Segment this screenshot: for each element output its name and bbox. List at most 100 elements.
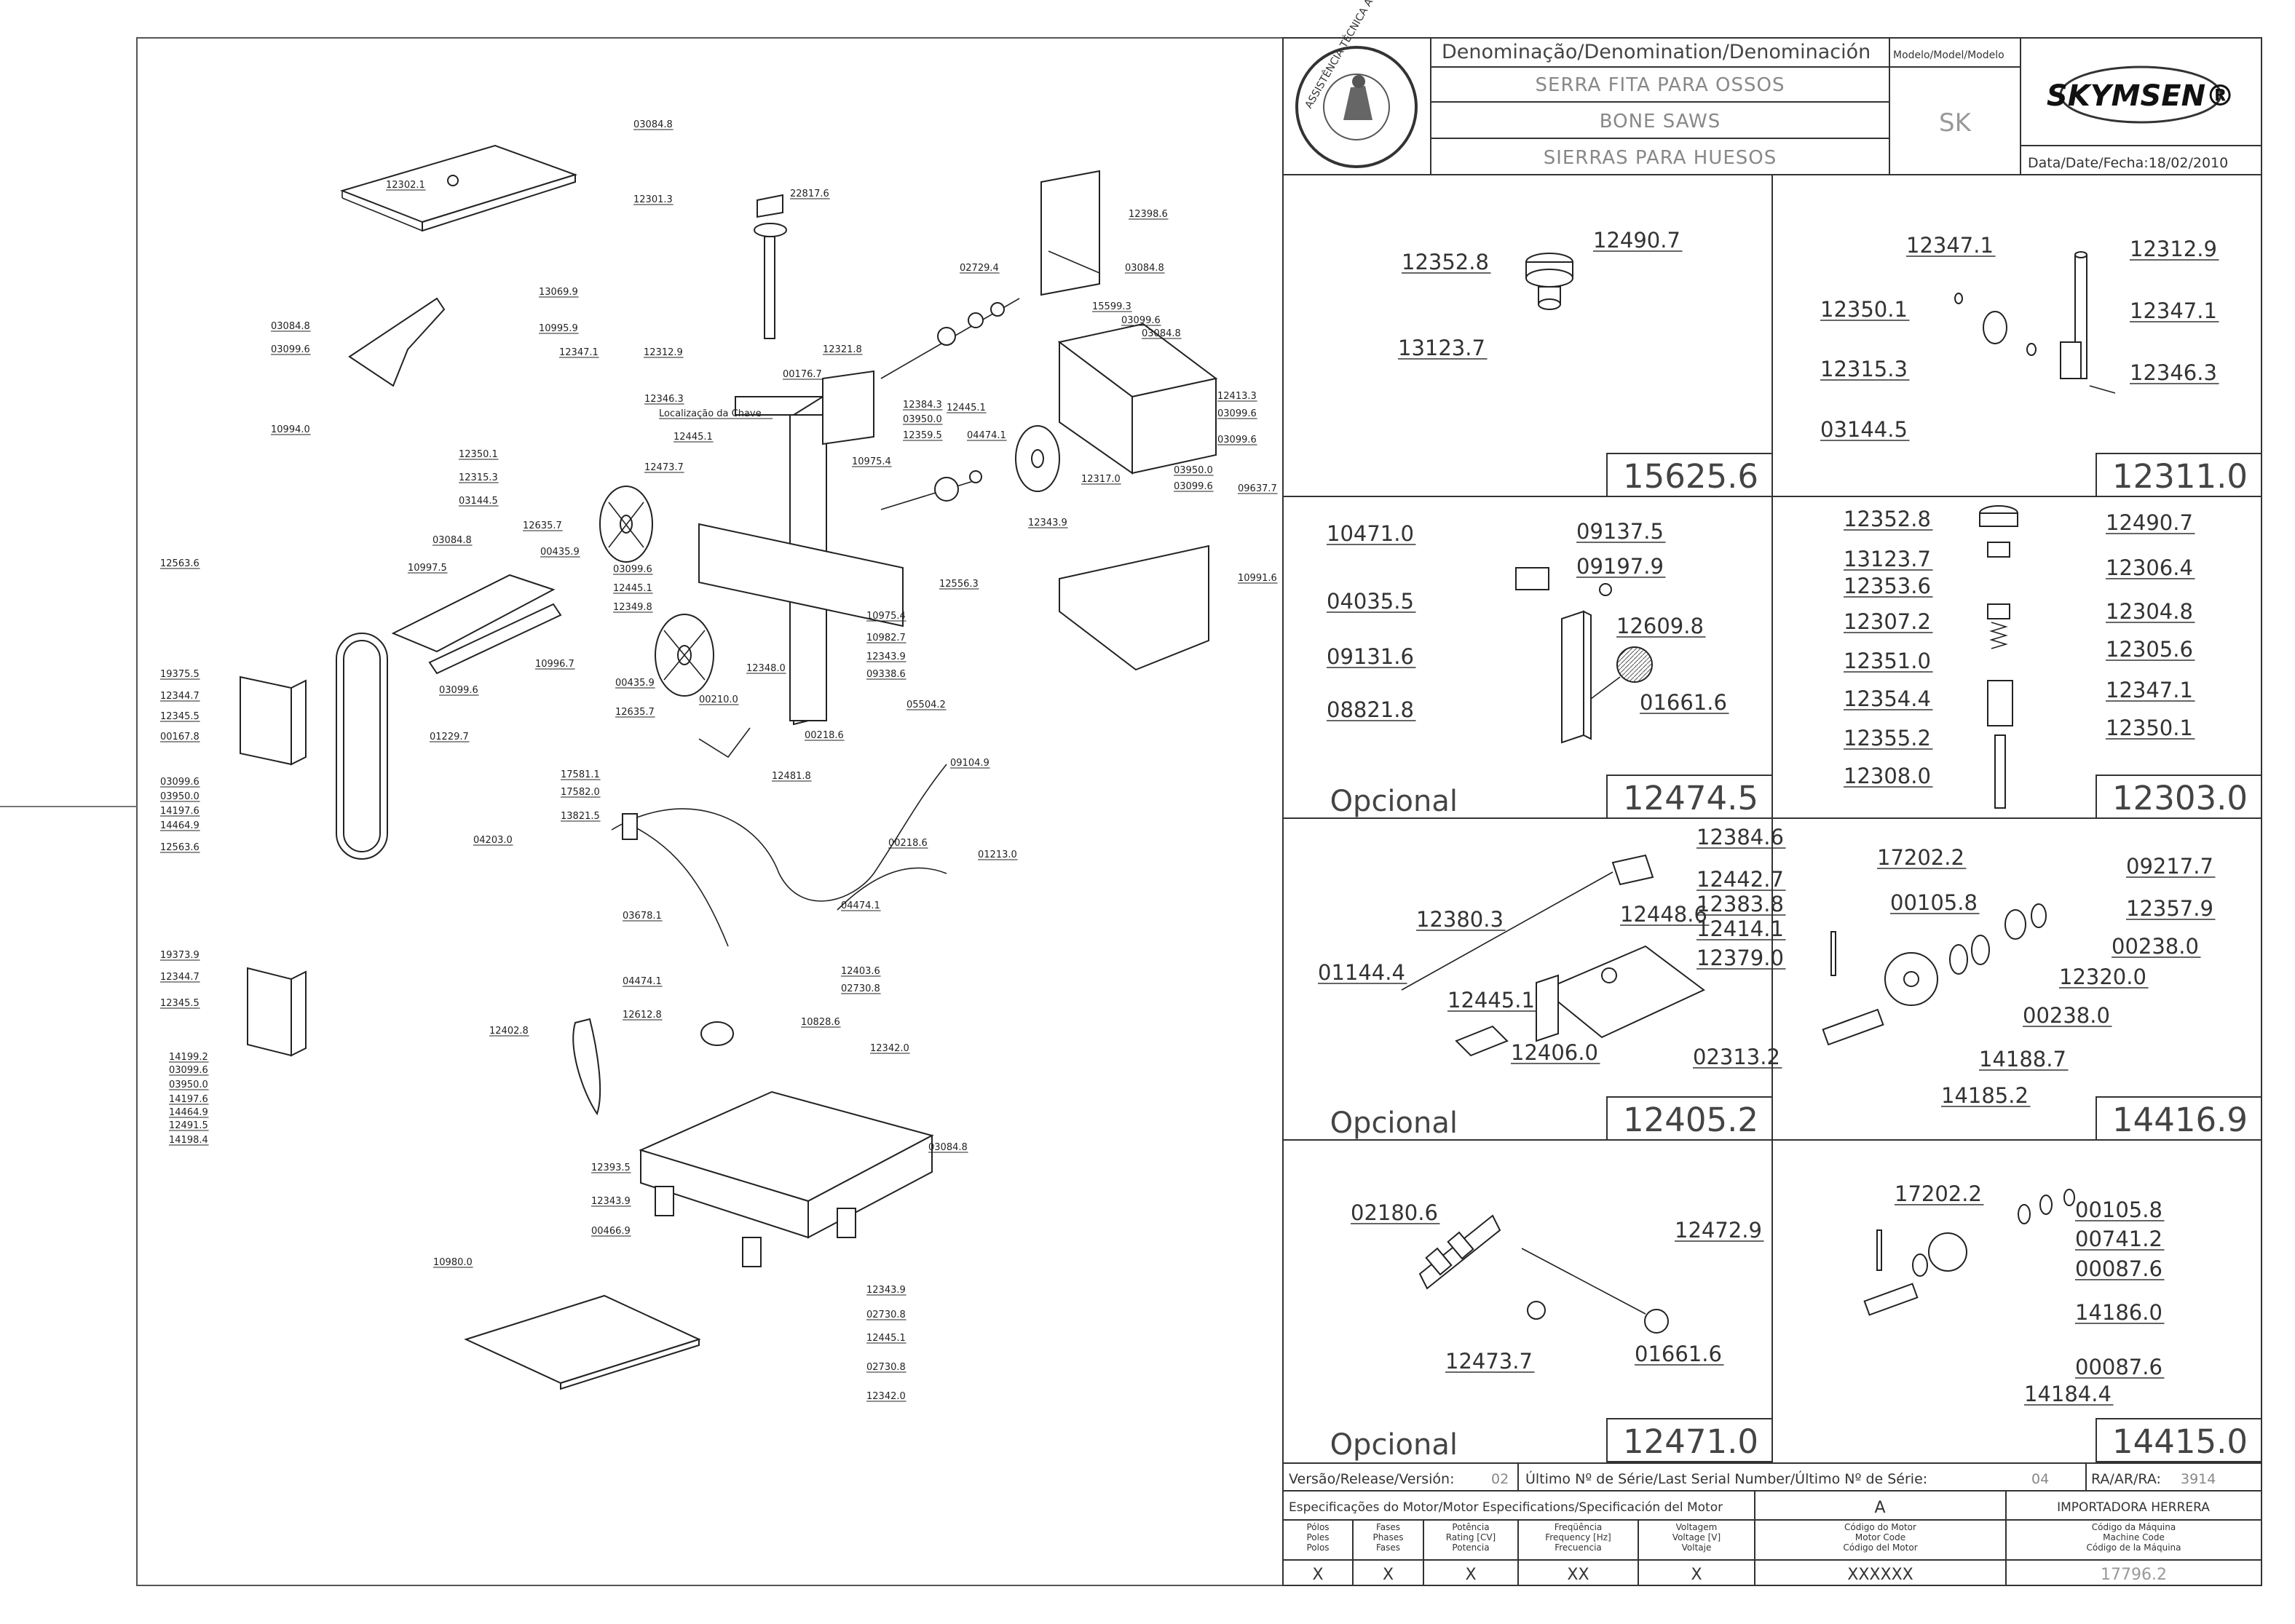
- main-part-label: 12491.5: [169, 1120, 208, 1131]
- main-exploded-diagram: [240, 144, 1218, 1390]
- panel-part-label: 12442.7: [1696, 867, 1784, 892]
- main-part-label: 02730.8: [866, 1362, 906, 1373]
- main-part-label: 03950.0: [160, 791, 200, 802]
- panel-part-label: 03144.5: [1820, 417, 1908, 442]
- main-part-label: 12343.9: [591, 1196, 631, 1207]
- panel-14415-0: 14415.017202.200105.800741.200087.614186…: [1895, 1181, 2262, 1462]
- main-part-label: 03099.6: [1217, 408, 1257, 419]
- main-part-label: 03084.8: [271, 321, 310, 332]
- main-part-label: 12445.1: [947, 403, 986, 413]
- main-part-label: 12342.0: [870, 1043, 909, 1054]
- panel-part-label: 14186.0: [2075, 1300, 2162, 1325]
- panel-part-label: 12490.7: [1593, 228, 1680, 253]
- panel-code: 14416.9: [2112, 1101, 2248, 1139]
- motor-spec-header: Fases: [1376, 1522, 1400, 1532]
- denomination-label: Denominação/Denomination/Denominación: [1442, 41, 1871, 63]
- panel-part-label: 12609.8: [1616, 614, 1704, 638]
- panel-part-label: 08821.8: [1327, 697, 1414, 722]
- panel-part-label: 12320.0: [2059, 965, 2146, 989]
- panel-part-label: 12445.1: [1447, 988, 1535, 1013]
- main-part-label: 12347.1: [559, 347, 599, 358]
- panel-part-label: 12351.0: [1844, 649, 1931, 673]
- panel-part-label: 09217.7: [2126, 854, 2213, 879]
- main-part-label: 00167.8: [160, 732, 200, 742]
- serial-value: 04: [2031, 1471, 2049, 1487]
- main-part-label: 13821.5: [561, 811, 600, 822]
- panel-part-label: 13123.7: [1844, 547, 1931, 571]
- main-part-label: 12343.9: [866, 651, 906, 662]
- main-part-label: 09637.7: [1238, 483, 1277, 494]
- motor-spec-header: Poles: [1306, 1532, 1329, 1542]
- main-part-label: 00218.6: [805, 730, 844, 741]
- panel-part-label: 12308.0: [1844, 764, 1931, 788]
- main-part-label: 01213.0: [978, 849, 1017, 860]
- model-label: Modelo/Model/Modelo: [1893, 49, 2004, 61]
- motor-spec-header: Código de la Máquina: [2087, 1542, 2181, 1553]
- main-part-label: 00435.9: [540, 547, 580, 558]
- motor-spec-value: X: [1312, 1566, 1323, 1584]
- panel-part-label: 14188.7: [1979, 1047, 2066, 1072]
- panel-part-label: 00238.0: [2112, 934, 2199, 959]
- main-part-label: 12413.3: [1217, 391, 1257, 402]
- main-part-label: 17581.1: [561, 769, 600, 780]
- panel-part-label: 00105.8: [1890, 890, 1978, 915]
- panel-part-label: 12354.4: [1844, 686, 1931, 711]
- main-part-label: 03099.6: [439, 685, 478, 696]
- panel-15625-shapes: [1525, 253, 1573, 310]
- motor-spec-table: PólosPolesPolosXFasesPhasesFasesXPotênci…: [1306, 1522, 2181, 1584]
- panel-part-label: 14184.4: [2024, 1382, 2112, 1406]
- main-diagram-labels: 03084.812302.112301.322817.612398.602729…: [160, 119, 1278, 1402]
- motor-spec-header: Potencia: [1452, 1542, 1489, 1553]
- main-part-label: 12343.9: [866, 1285, 906, 1296]
- motor-spec-header: Voltaje: [1682, 1542, 1712, 1553]
- panel-part-label: 00087.6: [2075, 1355, 2162, 1379]
- panel-part-label: 12346.3: [2130, 360, 2217, 385]
- panel-part-label: 04035.5: [1327, 589, 1414, 614]
- main-part-label: 10995.9: [539, 323, 578, 334]
- main-part-label: 03084.8: [432, 535, 472, 546]
- panel-part-label: 09131.6: [1327, 644, 1414, 669]
- motor-spec-header: Pólos: [1306, 1522, 1329, 1532]
- model-code: SK: [1939, 108, 1972, 138]
- main-part-label: 12342.0: [866, 1391, 906, 1402]
- panel-part-label: 12380.3: [1416, 907, 1504, 932]
- main-part-label: 09338.6: [866, 669, 906, 680]
- panel-code: 12474.5: [1623, 779, 1758, 817]
- panel-part-label: 00741.2: [2075, 1227, 2162, 1251]
- panel-option-label: Opcional: [1330, 785, 1458, 818]
- main-part-label: 02730.8: [866, 1310, 906, 1320]
- main-part-label: 12343.9: [1028, 518, 1067, 528]
- main-part-label: 00435.9: [615, 678, 655, 689]
- panel-part-label: 12305.6: [2106, 637, 2193, 662]
- motor-spec-header: Rating [CV]: [1446, 1532, 1496, 1542]
- panel-part-label: 12312.9: [2130, 237, 2217, 261]
- panel-code-box: [2095, 453, 2262, 497]
- main-part-label: 22817.6: [790, 189, 829, 199]
- main-part-label: 03084.8: [928, 1142, 968, 1153]
- main-part-label: 04474.1: [623, 976, 662, 987]
- main-part-label: 12321.8: [823, 344, 862, 355]
- main-part-label: 12312.9: [644, 347, 683, 358]
- main-part-label: 03144.5: [459, 496, 498, 507]
- panel-part-label: 12350.1: [1820, 297, 1908, 322]
- panel-code: 12311.0: [2112, 457, 2248, 496]
- panel-part-label: 01144.4: [1318, 960, 1405, 985]
- footer-block: Versão/Release/Versión: 02 Último Nº de …: [1282, 1462, 2262, 1586]
- panel-code: 12405.2: [1623, 1101, 1758, 1139]
- panel-part-label: 12490.7: [2106, 510, 2193, 535]
- motor-spec-value: X: [1691, 1566, 1702, 1584]
- main-part-label: 10994.0: [271, 424, 310, 435]
- panel-labels: 15625.612352.812490.713123.712311.012347…: [1318, 228, 2262, 1462]
- motor-spec-label: Especificações do Motor/Motor Especifica…: [1289, 1500, 1723, 1515]
- motor-spec-value: X: [1465, 1566, 1476, 1584]
- panel-part-label: 12473.7: [1445, 1349, 1533, 1374]
- panel-part-label: 12352.8: [1402, 250, 1489, 274]
- motor-spec-header: Frecuencia: [1555, 1542, 1602, 1553]
- panel-part-label: 12347.1: [1906, 233, 1994, 258]
- main-part-label: 12402.8: [489, 1026, 529, 1037]
- main-part-label: 04474.1: [841, 900, 880, 911]
- main-part-label: 04203.0: [473, 835, 513, 846]
- panel-part-label: 12315.3: [1820, 357, 1908, 381]
- panel-part-label: 12357.9: [2126, 896, 2213, 921]
